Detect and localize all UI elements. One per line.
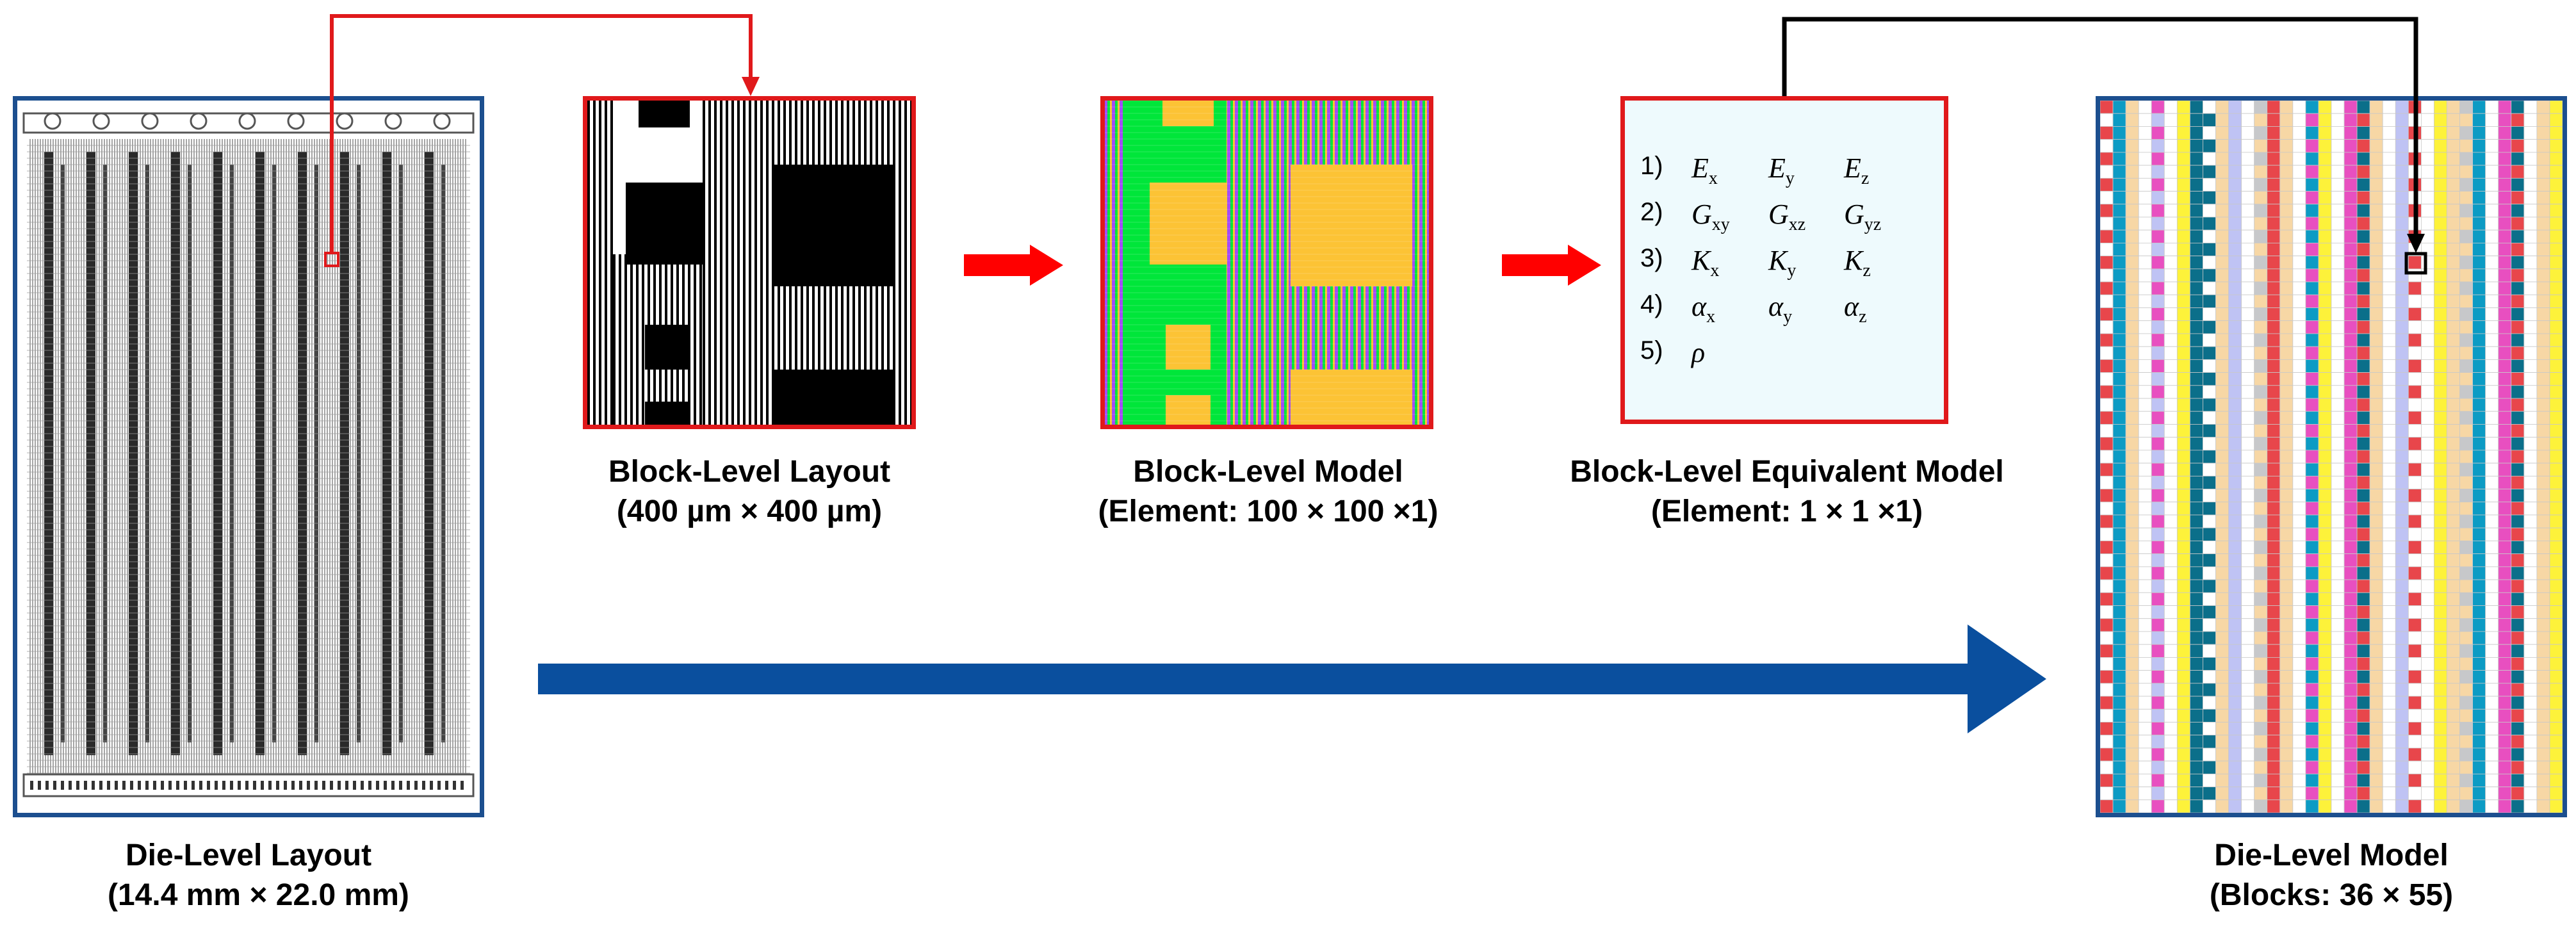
eq-term-ez: Ez xyxy=(1844,152,1870,188)
process-arrow-1 xyxy=(964,245,1063,286)
block-level-model-title: Block-Level Model xyxy=(1133,455,1403,489)
block-level-layout-image xyxy=(587,101,911,425)
block-level-model-image xyxy=(1105,101,1429,425)
die-level-model-title: Die-Level Model xyxy=(2214,838,2449,872)
eq-term-gxy: Gxy xyxy=(1692,199,1730,234)
eq-term-gxz: Gxz xyxy=(1768,199,1806,234)
eq-term-alpha-z: αz xyxy=(1844,291,1867,327)
eq-row-1-number: 1) xyxy=(1640,152,1663,180)
equivalent-model-caption: Block-Level Equivalent Model (Element: 1… xyxy=(1524,452,2050,532)
block-level-model-frame xyxy=(1100,96,1433,429)
die-level-layout-size: (14.4 mm × 22.0 mm) xyxy=(108,878,409,912)
equivalent-model-box: 1) Ex Ey Ez 2) Gxy Gxz Gyz 3) Kx Ky Kz 4… xyxy=(1620,96,1948,424)
die-level-model-grid xyxy=(2100,101,2563,813)
block-level-layout-title: Block-Level Layout xyxy=(608,455,891,489)
eq-term-kz: Kz xyxy=(1844,245,1871,281)
die-level-layout-caption: Die-Level Layout (14.4 mm × 22.0 mm) xyxy=(108,836,409,915)
eq-row-5-number: 5) xyxy=(1640,336,1663,364)
die-level-model-frame xyxy=(2096,96,2567,817)
die-level-layout-frame xyxy=(13,96,484,817)
eq-term-rho: ρ xyxy=(1692,337,1706,368)
equivalent-model-title: Block-Level Equivalent Model xyxy=(1570,455,2004,489)
zoom-connector-red-arrowhead xyxy=(742,77,760,96)
eq-term-kx: Kx xyxy=(1692,245,1720,281)
eq-term-gyz: Gyz xyxy=(1844,199,1882,234)
block-level-layout-caption: Block-Level Layout (400 µm × 400 µm) xyxy=(551,452,948,532)
die-model-cells xyxy=(2100,101,2563,813)
block-model-pattern xyxy=(1105,101,1429,425)
eq-row-4-number: 4) xyxy=(1640,290,1663,318)
block-level-layout-size: (400 µm × 400 µm) xyxy=(616,494,883,528)
die-level-model-caption: Die-Level Model (Blocks: 36 × 55) xyxy=(2158,836,2504,915)
eq-term-ex: Ex xyxy=(1692,152,1718,188)
die-level-layout-title: Die-Level Layout xyxy=(125,838,372,872)
eq-row-2-number: 2) xyxy=(1640,198,1663,226)
block-level-model-caption: Block-Level Model (Element: 100 × 100 ×1… xyxy=(1050,452,1486,532)
die-level-layout-image xyxy=(17,101,480,813)
eq-row-3-number: 3) xyxy=(1640,244,1663,272)
block-level-layout-frame xyxy=(583,96,916,429)
eq-term-ey: Ey xyxy=(1768,152,1795,188)
die-to-model-arrow xyxy=(538,625,2046,733)
eq-term-alpha-y: αy xyxy=(1768,291,1793,327)
die-level-model-blocks: (Blocks: 36 × 55) xyxy=(2209,878,2454,912)
process-arrow-2 xyxy=(1502,245,1601,286)
block-level-model-elements: (Element: 100 × 100 ×1) xyxy=(1098,494,1439,528)
equivalent-model-elements: (Element: 1 × 1 ×1) xyxy=(1651,494,1923,528)
eq-term-ky: Ky xyxy=(1768,245,1797,281)
eq-term-alpha-x: αx xyxy=(1692,291,1716,327)
